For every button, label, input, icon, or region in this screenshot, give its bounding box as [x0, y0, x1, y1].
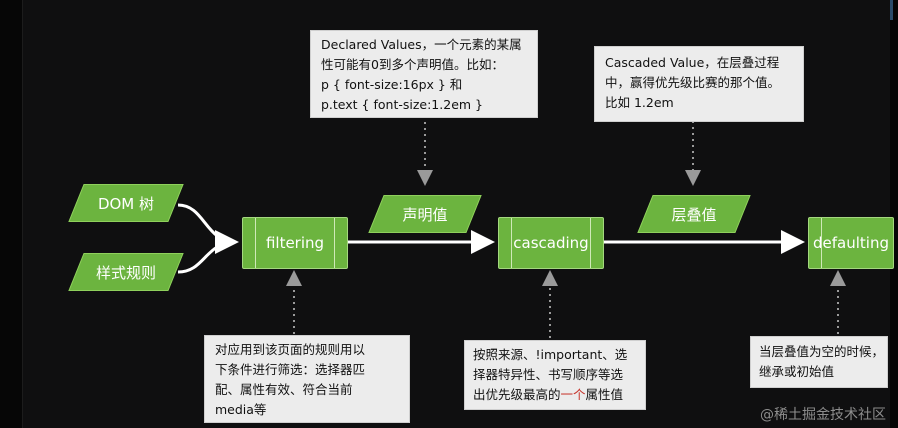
- filtering-note-line-3: 配、属性有效、符合当前: [215, 382, 353, 397]
- declared-value-label: 声明值: [402, 205, 448, 224]
- scrollbar-accent: [890, 0, 893, 20]
- filtering-label: filtering: [265, 234, 325, 252]
- dom-tree-input: DOM 树: [68, 184, 184, 222]
- left-window-edge: [0, 0, 23, 428]
- declared-values-note: Declared Values，一个元素的某属 性可能有0到多个声明值。比如： …: [310, 30, 538, 118]
- cascading-note-line-2: 择器特异性、书写顺序等选: [473, 367, 624, 382]
- cascaded-value-note: Cascaded Value，在层叠过程 中，赢得优先级比赛的那个值。 比如 1…: [594, 46, 804, 122]
- cascaded-value-label: 层叠值: [671, 205, 717, 224]
- watermark: @稀土掘金技术社区: [760, 407, 886, 423]
- cascading-note-line-3-start: 出优先级最高的: [473, 387, 561, 402]
- style-rules-input: 样式规则: [68, 253, 184, 291]
- filtering-note: 对应用到该页面的规则用以 下条件进行筛选：选择器匹 配、属性有效、符合当前 me…: [204, 335, 410, 423]
- cascading-note-line-1: 按照来源、!important、选: [473, 347, 628, 362]
- cascaded-note-line-2: 中，赢得优先级比赛的那个值。: [605, 75, 781, 90]
- declared-note-line-3: p { font-size:16px } 和: [321, 77, 463, 92]
- defaulting-note-line-1: 当层叠值为空的时候，: [759, 344, 885, 359]
- dom-tree-label: DOM 树: [97, 194, 155, 213]
- cascaded-note-line-3: 比如 1.2em: [605, 95, 674, 110]
- declared-value-output: 声明值: [368, 195, 482, 233]
- defaulting-step: defaulting: [808, 217, 894, 269]
- defaulting-label: defaulting: [813, 234, 889, 252]
- declared-note-line-2: 性可能有0到多个声明值。比如：: [321, 57, 504, 72]
- declared-note-line-1: Declared Values，一个元素的某属: [321, 37, 522, 52]
- filtering-note-line-1: 对应用到该页面的规则用以: [215, 342, 366, 357]
- cascaded-note-line-1: Cascaded Value，在层叠过程: [605, 55, 780, 70]
- style-to-filtering-connector: [177, 240, 237, 274]
- cascading-note-line-3-end: 属性值: [585, 387, 624, 402]
- defaulting-note: 当层叠值为空的时候， 继承或初始值: [750, 336, 888, 388]
- cascading-step: cascading: [498, 217, 604, 269]
- style-rules-label: 样式规则: [95, 263, 156, 282]
- filtering-note-line-4: media等: [215, 402, 267, 417]
- highlighted-text: 一个: [560, 387, 586, 402]
- right-window-edge: [890, 0, 898, 428]
- defaulting-note-line-2: 继承或初始值: [759, 364, 835, 379]
- cascaded-value-output: 层叠值: [637, 195, 751, 233]
- filtering-step: filtering: [242, 217, 348, 269]
- filtering-note-line-2: 下条件进行筛选：选择器匹: [215, 362, 366, 377]
- declared-note-line-4: p.text { font-size:1.2em }: [321, 97, 483, 112]
- cascading-note: 按照来源、!important、选 择器特异性、书写顺序等选 出优先级最高的一个…: [464, 340, 646, 410]
- cascading-note-line-3: 出优先级最高的一个属性值: [473, 385, 637, 405]
- cascading-label: cascading: [513, 234, 589, 252]
- dom-to-filtering-connector: [177, 203, 239, 254]
